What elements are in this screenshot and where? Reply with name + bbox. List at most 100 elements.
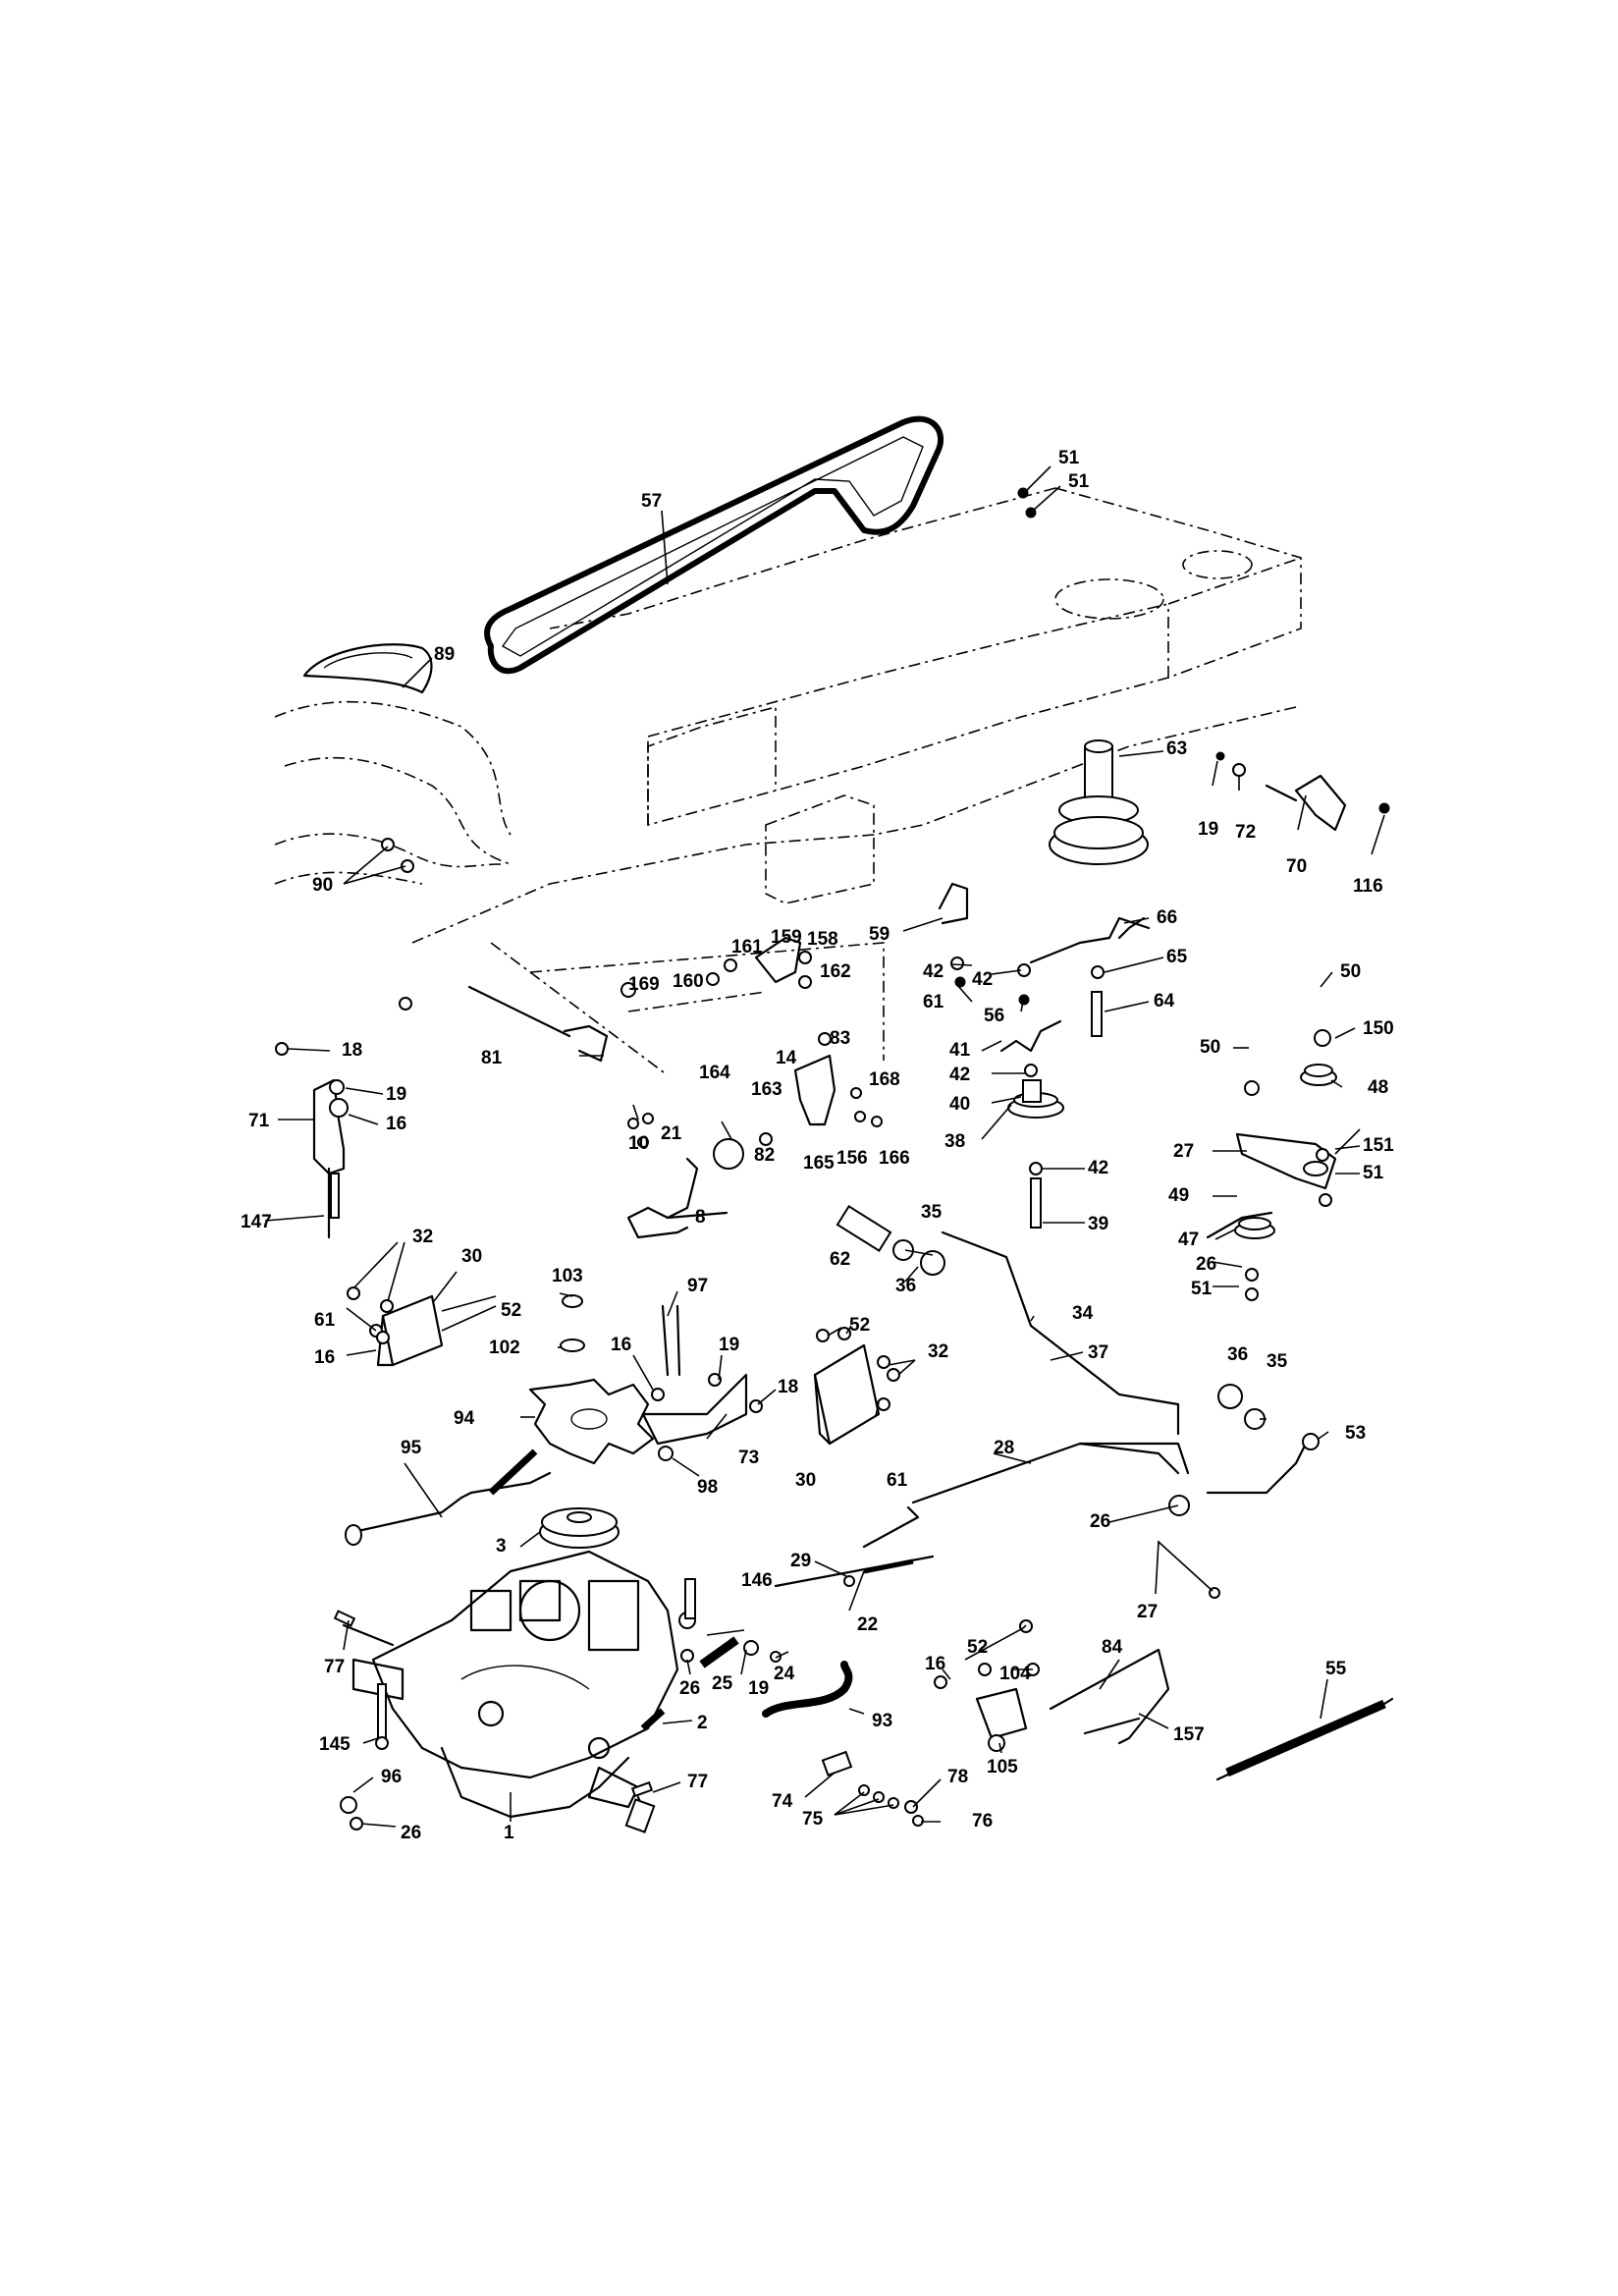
callout-105: 105 bbox=[987, 1757, 1018, 1777]
callout-1: 1 bbox=[504, 1823, 514, 1843]
bracket-73 bbox=[641, 1304, 748, 1446]
leader-lines bbox=[264, 465, 1385, 1828]
callout-16-a: 16 bbox=[386, 1114, 406, 1134]
bracket-49 bbox=[1206, 1211, 1273, 1239]
callout-22: 22 bbox=[857, 1614, 878, 1635]
spacer-74 bbox=[821, 1750, 853, 1777]
callout-78: 78 bbox=[947, 1767, 968, 1787]
callout-24: 24 bbox=[774, 1664, 795, 1684]
bracket-30-mid bbox=[813, 1343, 881, 1446]
nut-103 bbox=[562, 1294, 583, 1308]
callout-2: 2 bbox=[697, 1713, 708, 1733]
callout-83: 83 bbox=[830, 1028, 850, 1049]
frame bbox=[411, 487, 1302, 1076]
callout-163: 163 bbox=[751, 1079, 782, 1100]
callout-52-a: 52 bbox=[501, 1300, 521, 1321]
callout-157: 157 bbox=[1173, 1724, 1205, 1745]
callout-52-b: 52 bbox=[849, 1315, 870, 1336]
brake-rod-34 bbox=[941, 1230, 1180, 1436]
callout-97: 97 bbox=[687, 1276, 708, 1296]
callout-104: 104 bbox=[999, 1664, 1031, 1684]
callout-70: 70 bbox=[1286, 856, 1307, 877]
callout-32-b: 32 bbox=[928, 1341, 948, 1362]
fasteners bbox=[275, 487, 1390, 1831]
bracket-84 bbox=[1049, 1648, 1170, 1745]
callout-41: 41 bbox=[949, 1040, 971, 1061]
callout-89: 89 bbox=[434, 644, 455, 665]
callout-51-a: 51 bbox=[1058, 448, 1080, 468]
callout-66: 66 bbox=[1157, 907, 1177, 928]
callout-30-a: 30 bbox=[461, 1246, 482, 1267]
callout-30-b: 30 bbox=[795, 1470, 816, 1491]
transaxle-pulley-3 bbox=[539, 1507, 620, 1549]
callout-25: 25 bbox=[712, 1673, 733, 1694]
callout-116: 116 bbox=[1353, 876, 1383, 897]
callout-16-c: 16 bbox=[611, 1335, 631, 1355]
callout-168: 168 bbox=[869, 1069, 900, 1090]
callout-74: 74 bbox=[772, 1791, 793, 1812]
callout-51-c: 51 bbox=[1363, 1163, 1384, 1183]
callout-32-a: 32 bbox=[412, 1227, 433, 1247]
callout-3: 3 bbox=[496, 1536, 507, 1557]
callout-102: 102 bbox=[489, 1338, 520, 1358]
idler-150 bbox=[1300, 1064, 1337, 1086]
bracket-104 bbox=[975, 1687, 1028, 1740]
callout-19-a: 19 bbox=[1198, 819, 1218, 840]
hose-93 bbox=[762, 1661, 853, 1718]
callout-76: 76 bbox=[972, 1811, 993, 1831]
callout-159: 159 bbox=[771, 927, 802, 948]
callout-166: 166 bbox=[879, 1148, 910, 1169]
callout-36-b: 36 bbox=[1227, 1344, 1248, 1365]
drive-belt-57 bbox=[484, 415, 944, 675]
callout-26-a: 26 bbox=[1196, 1254, 1216, 1275]
engine-pulley-63 bbox=[1049, 739, 1149, 865]
callout-162: 162 bbox=[820, 961, 851, 982]
spacer-62 bbox=[836, 1205, 892, 1252]
spring-2 bbox=[640, 1708, 666, 1731]
callout-90: 90 bbox=[312, 875, 333, 896]
callout-158: 158 bbox=[807, 929, 838, 950]
callout-103: 103 bbox=[552, 1266, 583, 1286]
callout-62: 62 bbox=[830, 1249, 850, 1270]
callout-93: 93 bbox=[872, 1711, 892, 1731]
callout-65: 65 bbox=[1166, 947, 1188, 967]
callout-21: 21 bbox=[661, 1123, 682, 1144]
callout-145: 145 bbox=[319, 1734, 351, 1755]
callout-96: 96 bbox=[381, 1767, 402, 1787]
transaxle-1 bbox=[342, 1550, 679, 1833]
callout-42-a: 42 bbox=[923, 961, 944, 982]
bracket-70 bbox=[1265, 774, 1347, 832]
callout-40: 40 bbox=[949, 1094, 970, 1115]
brake-shaft-81 bbox=[467, 985, 609, 1063]
callout-51-d: 51 bbox=[1191, 1279, 1213, 1299]
callout-151: 151 bbox=[1363, 1135, 1394, 1156]
callout-29: 29 bbox=[790, 1551, 811, 1571]
callout-19-c: 19 bbox=[719, 1335, 739, 1355]
callout-64: 64 bbox=[1154, 991, 1175, 1011]
spring-55 bbox=[1215, 1697, 1394, 1781]
callout-77-b: 77 bbox=[687, 1772, 708, 1792]
callout-35-b: 35 bbox=[1267, 1351, 1288, 1372]
brake-lever-8 bbox=[626, 1138, 744, 1239]
spring-25 bbox=[699, 1636, 739, 1668]
callout-28: 28 bbox=[994, 1438, 1014, 1458]
hood-outline bbox=[274, 701, 512, 885]
callout-150: 150 bbox=[1363, 1018, 1394, 1039]
callout-73: 73 bbox=[738, 1448, 759, 1468]
hood-bracket-89 bbox=[302, 643, 433, 694]
callout-52-c: 52 bbox=[967, 1637, 988, 1658]
callout-49: 49 bbox=[1168, 1185, 1189, 1206]
callout-18-a: 18 bbox=[342, 1040, 362, 1061]
callout-164: 164 bbox=[699, 1063, 730, 1083]
callout-59: 59 bbox=[869, 924, 890, 945]
callout-56: 56 bbox=[984, 1006, 1004, 1026]
callout-161: 161 bbox=[731, 937, 763, 957]
callout-27-a: 27 bbox=[1173, 1141, 1194, 1162]
callout-81: 81 bbox=[481, 1048, 503, 1068]
callout-labels: 51 51 57 89 63 19 72 70 116 90 59 66 42 … bbox=[241, 448, 1394, 1843]
bracket-41 bbox=[999, 1019, 1062, 1053]
shift-lever-95 bbox=[345, 1449, 552, 1546]
bracket-48 bbox=[1235, 1132, 1337, 1190]
washer-102 bbox=[560, 1339, 585, 1352]
callout-19-d: 19 bbox=[748, 1678, 769, 1699]
